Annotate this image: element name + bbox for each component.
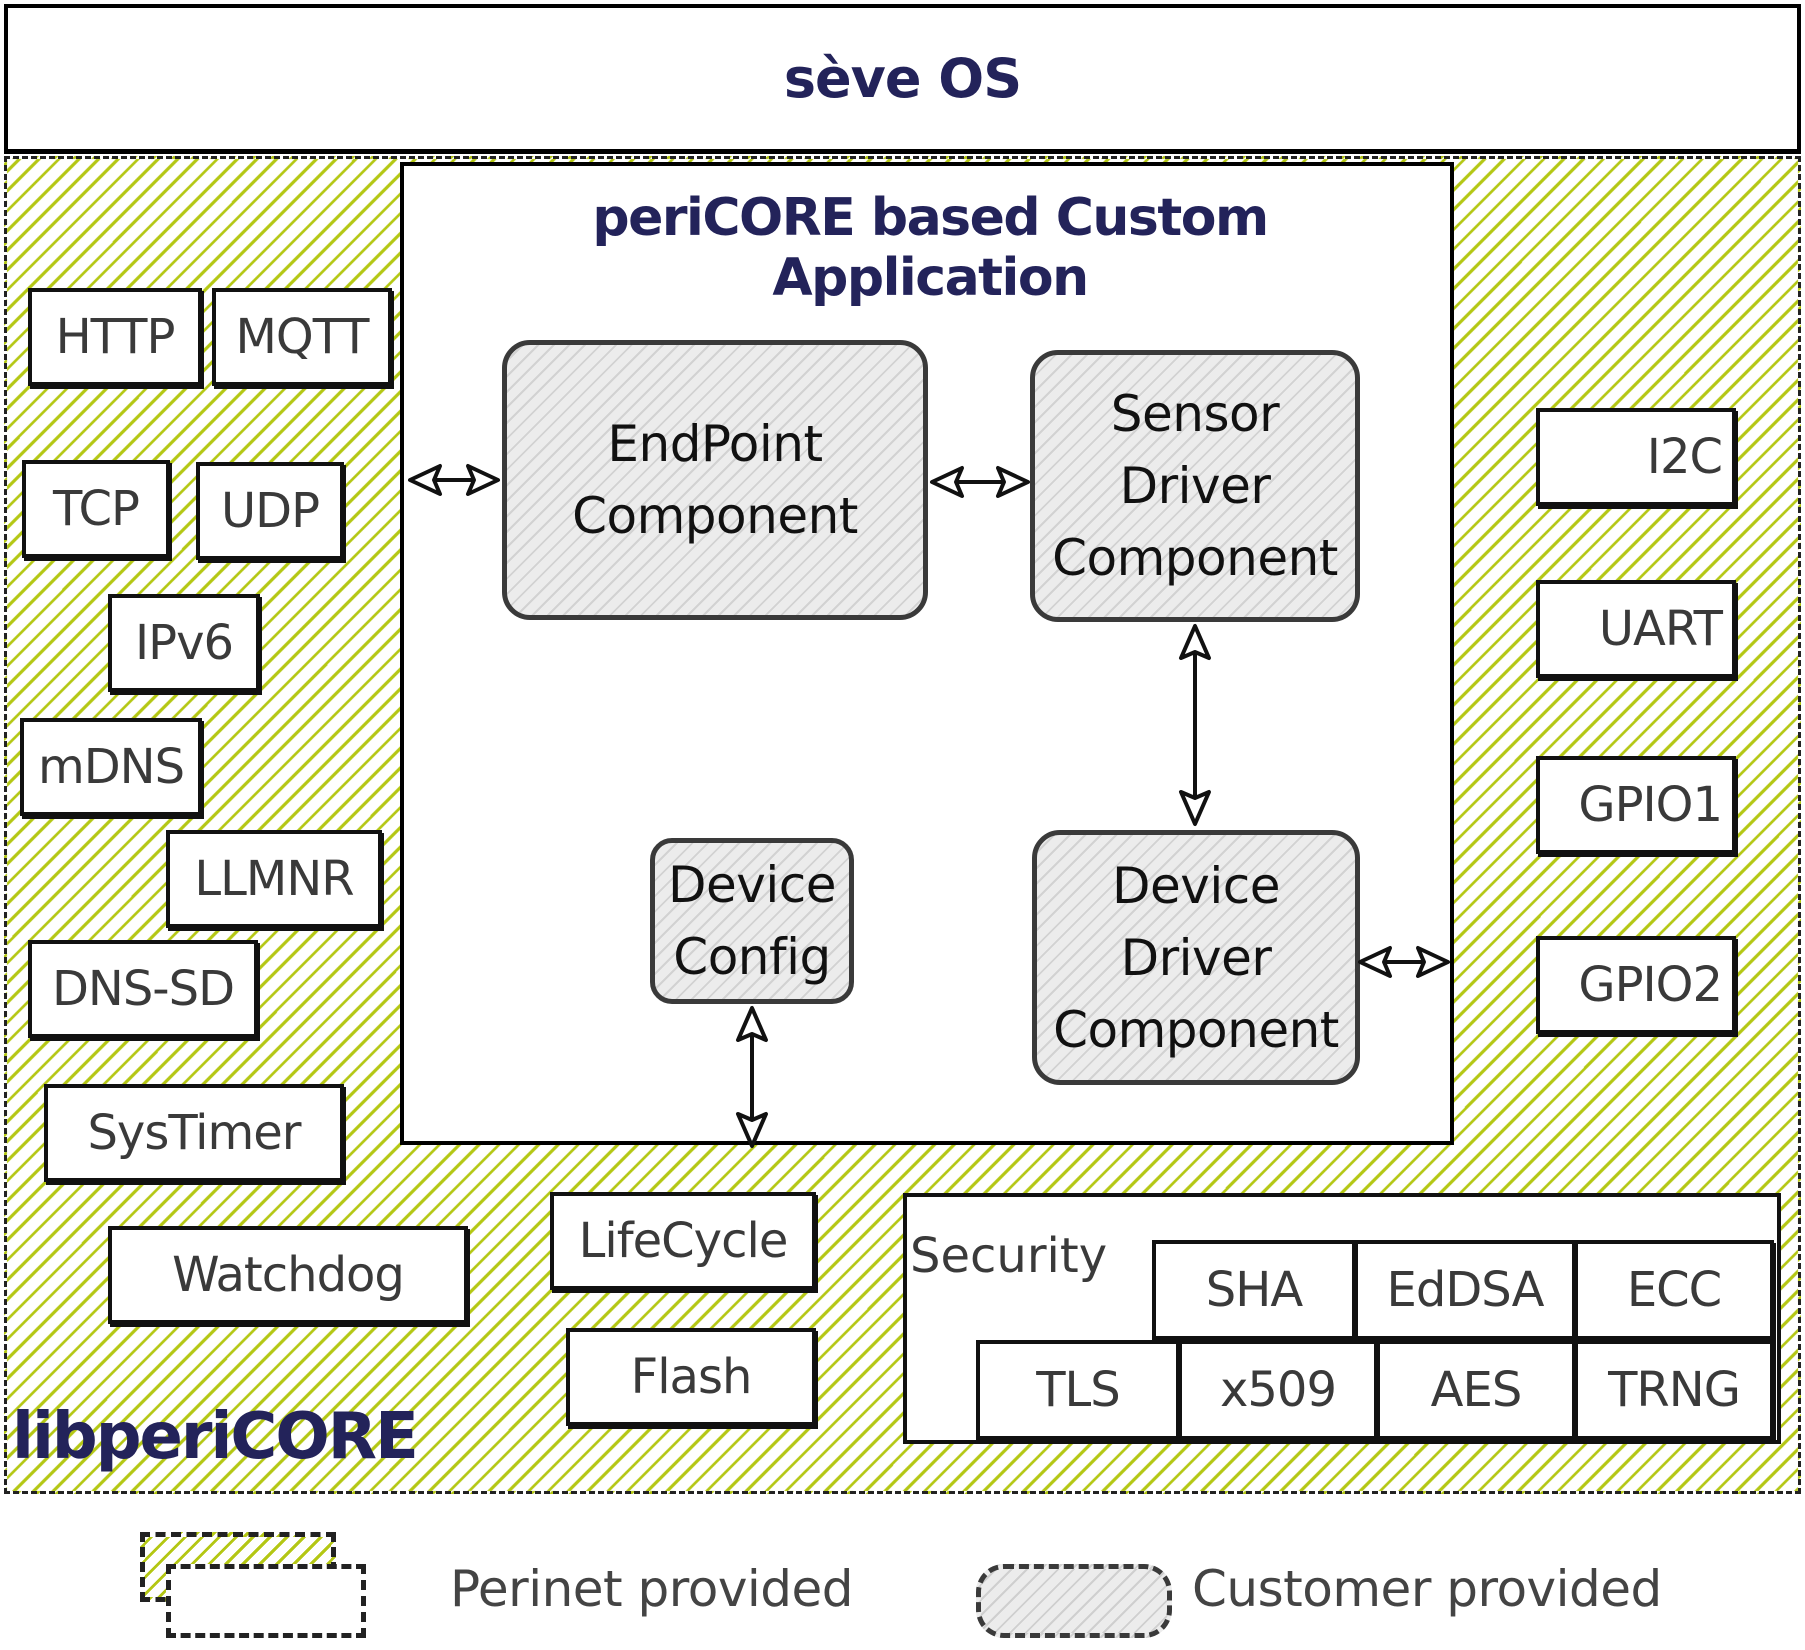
ecc-module[interactable]: ECC: [1574, 1240, 1774, 1340]
mqtt-module[interactable]: MQTT: [212, 288, 392, 386]
dns-sd-module[interactable]: DNS-SD: [28, 940, 258, 1038]
ipv6-module[interactable]: IPv6: [108, 594, 260, 692]
x509-module[interactable]: x509: [1178, 1340, 1378, 1440]
arrow-endpoint-sensor: [930, 466, 1030, 498]
http-module[interactable]: HTTP: [28, 288, 202, 386]
endpoint-component[interactable]: EndPoint Component: [502, 340, 928, 620]
sensor-driver-line-3: Component: [1052, 529, 1338, 587]
flash-module[interactable]: Flash: [566, 1328, 816, 1426]
arrow-sensor-device-driver: [1179, 624, 1211, 826]
watchdog-module[interactable]: Watchdog: [108, 1226, 468, 1324]
systimer-module[interactable]: SysTimer: [44, 1084, 344, 1182]
legend-perinet-label: Perinet provided: [450, 1560, 854, 1618]
endpoint-line-2: Component: [572, 487, 858, 545]
tcp-module[interactable]: TCP: [22, 460, 170, 558]
udp-module[interactable]: UDP: [196, 462, 344, 560]
device-config-line-1: Device: [668, 856, 837, 914]
arrow-lib-endpoint: [408, 464, 500, 496]
gpio2-module[interactable]: GPIO2: [1536, 936, 1736, 1034]
device-driver-line-3: Component: [1053, 1000, 1339, 1059]
endpoint-line-1: EndPoint: [607, 415, 823, 473]
application-title: periCORE based Custom Application: [592, 188, 1269, 308]
trng-module[interactable]: TRNG: [1574, 1340, 1774, 1440]
lifecycle-module[interactable]: LifeCycle: [550, 1192, 816, 1290]
legend-customer-label: Customer provided: [1192, 1560, 1662, 1618]
device-driver-component[interactable]: Device Driver Component: [1032, 830, 1360, 1085]
i2c-module[interactable]: I2C: [1536, 408, 1736, 506]
device-config-component[interactable]: Device Config: [650, 838, 854, 1004]
legend-perinet-swatch-front: [166, 1564, 366, 1638]
security-label: Security: [910, 1228, 1108, 1284]
device-driver-line-1: Device: [1111, 856, 1280, 915]
sha-module[interactable]: SHA: [1152, 1240, 1356, 1340]
sensor-driver-line-1: Sensor: [1110, 385, 1280, 443]
legend-customer-swatch: [976, 1564, 1172, 1638]
device-driver-line-2: Driver: [1120, 928, 1272, 987]
mdns-module[interactable]: mDNS: [20, 718, 202, 816]
arrow-device-config-lib: [736, 1006, 768, 1148]
device-config-line-2: Config: [673, 928, 831, 986]
gpio1-module[interactable]: GPIO1: [1536, 756, 1736, 854]
aes-module[interactable]: AES: [1376, 1340, 1576, 1440]
arrow-device-driver-io: [1358, 946, 1450, 978]
sensor-driver-line-2: Driver: [1119, 457, 1271, 515]
sensor-driver-component[interactable]: Sensor Driver Component: [1030, 350, 1360, 622]
tls-module[interactable]: TLS: [976, 1340, 1180, 1440]
os-bar: sève OS: [4, 4, 1801, 154]
os-title: sève OS: [783, 47, 1022, 110]
uart-module[interactable]: UART: [1536, 580, 1736, 678]
eddsa-module[interactable]: EdDSA: [1354, 1240, 1576, 1340]
libpericore-title: libperiCORE: [12, 1400, 419, 1474]
llmnr-module[interactable]: LLMNR: [166, 830, 382, 928]
